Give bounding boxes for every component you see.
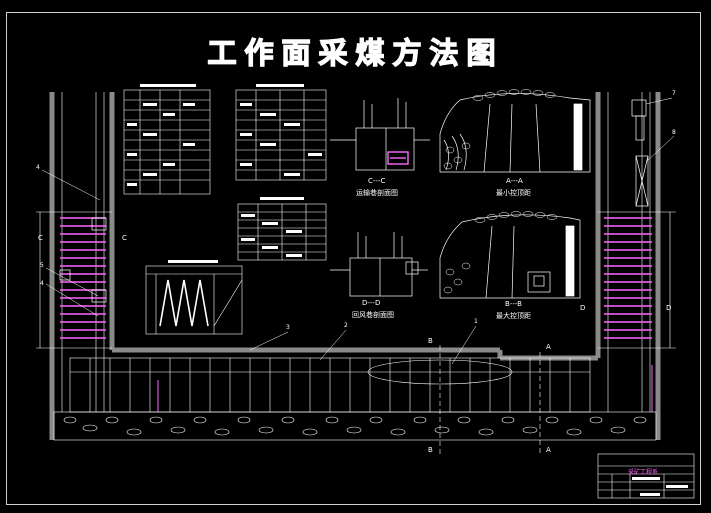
cut-mark-b-top: B bbox=[428, 337, 433, 345]
table-3 bbox=[237, 203, 327, 261]
callout-7: 7 bbox=[672, 90, 676, 97]
title-block-fill-3 bbox=[640, 493, 660, 496]
callout-3: 3 bbox=[286, 324, 290, 331]
roadway-equipment bbox=[59, 99, 649, 303]
cut-mark-d-right: D bbox=[666, 304, 672, 312]
cut-mark-aa: A---A bbox=[506, 177, 523, 185]
table-1 bbox=[123, 89, 211, 195]
cut-mark-b-bottom: B bbox=[428, 446, 433, 454]
cut-mark-dd: D---D bbox=[362, 299, 381, 307]
cycle-chart-title bbox=[168, 260, 218, 263]
cut-mark-bb: B---B bbox=[505, 300, 522, 308]
drawing-frame bbox=[6, 12, 701, 505]
air-lane-caption: 回风巷剖面图 bbox=[352, 311, 394, 319]
roadway-lines bbox=[36, 92, 676, 412]
table-2 bbox=[235, 89, 327, 181]
max-control-caption: 最大控顶距 bbox=[496, 312, 531, 320]
min-control-caption: 最小控顶距 bbox=[496, 189, 531, 197]
min-control-section bbox=[439, 93, 591, 173]
cycle-chart bbox=[145, 265, 243, 335]
callout-4: 4 bbox=[40, 280, 44, 287]
title-block-caption: 采矿工程系 bbox=[628, 469, 659, 476]
cut-mark-c-right: C bbox=[122, 234, 127, 242]
face-supports bbox=[69, 357, 591, 413]
transport-lane-caption: 运输巷剖面图 bbox=[356, 189, 398, 197]
max-control-section bbox=[439, 214, 581, 299]
callout-8: 8 bbox=[672, 129, 676, 136]
cut-mark-a-top: A bbox=[546, 343, 551, 351]
title-block-fill-1 bbox=[632, 477, 660, 480]
callout-2: 2 bbox=[344, 322, 348, 329]
cut-mark-cc: C---C bbox=[368, 177, 386, 185]
table-1-title bbox=[140, 84, 196, 87]
left-supports bbox=[60, 217, 106, 339]
table-3-title bbox=[260, 197, 304, 200]
table-1-fill bbox=[127, 103, 195, 186]
title-block bbox=[597, 453, 695, 499]
callout-4-top: 4 bbox=[36, 164, 40, 171]
roadway-walls bbox=[49, 92, 661, 440]
cut-mark-d-left: D bbox=[580, 304, 586, 312]
table-2-fill bbox=[240, 103, 322, 176]
callout-5: 5 bbox=[40, 262, 44, 269]
air-lane-section bbox=[330, 232, 428, 297]
table-3-fill bbox=[241, 214, 302, 257]
cut-mark-c-left: C bbox=[38, 234, 43, 242]
caved-rock bbox=[53, 411, 657, 441]
callout-1: 1 bbox=[474, 318, 478, 325]
leader-lines bbox=[41, 97, 675, 365]
face-magenta bbox=[157, 365, 653, 412]
transport-lane-section bbox=[330, 98, 430, 171]
min-control-rock bbox=[443, 89, 556, 170]
right-supports bbox=[604, 217, 652, 339]
transport-conveyor bbox=[387, 151, 409, 165]
cut-mark-a-bottom: A bbox=[546, 446, 551, 454]
cut-lines bbox=[439, 345, 541, 455]
title-block-fill-2 bbox=[666, 485, 688, 488]
table-2-title bbox=[256, 84, 304, 87]
max-control-rock bbox=[443, 211, 558, 294]
drawing-title: 工作面采煤方法图 bbox=[207, 35, 504, 70]
